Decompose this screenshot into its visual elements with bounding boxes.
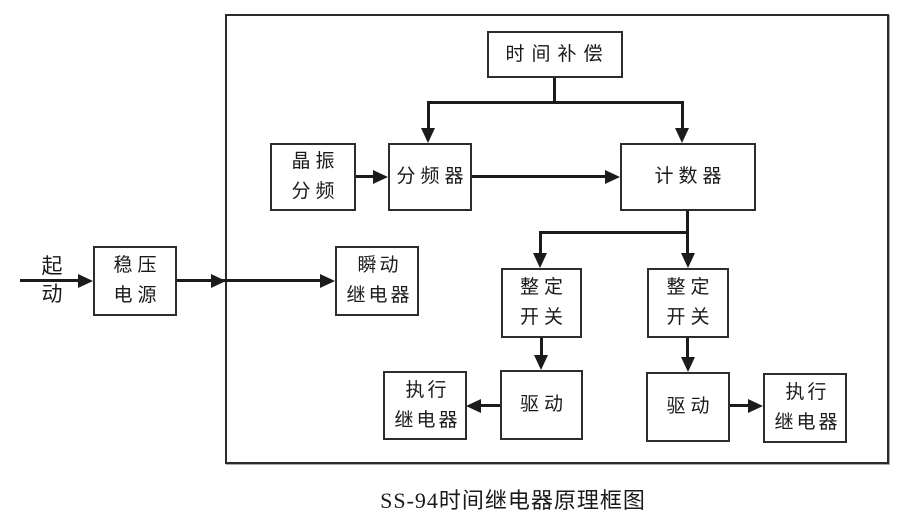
arrowhead-down-into-counter xyxy=(675,128,689,143)
edge-divider-to-counter-line xyxy=(471,175,606,178)
arrowhead-right-into-divider xyxy=(373,170,388,184)
edge-power-to-instant-relay-line xyxy=(177,279,321,282)
edge-counter-stem-line xyxy=(686,210,689,234)
edge-compensation-to-divider-line xyxy=(427,101,430,129)
edge-right-drive-to-exec-line xyxy=(727,404,749,407)
node-setting-switch-right: 整定 开关 xyxy=(647,268,729,338)
node-exec-relay-right: 执行 继电器 xyxy=(763,373,847,443)
node-label: 继电器 xyxy=(394,409,461,431)
node-label: 分频 xyxy=(291,181,340,202)
node-label: 开关 xyxy=(666,307,715,328)
arrowhead-right-into-right-exec-relay xyxy=(748,399,763,413)
edge-counter-to-left-switch-line xyxy=(539,231,542,254)
arrowhead-left-into-left-exec-relay xyxy=(466,399,481,413)
node-drive-left: 驱动 xyxy=(500,370,583,440)
node-label: 执行 xyxy=(405,379,450,401)
arrowhead-right-into-counter xyxy=(605,170,620,184)
arrowhead-down-into-right-drive xyxy=(681,357,695,372)
arrowhead-right-at-frame xyxy=(211,274,226,288)
node-label: 计数器 xyxy=(654,166,727,187)
edge-left-switch-to-drive-line xyxy=(540,337,543,356)
node-exec-relay-left: 执行 继电器 xyxy=(383,371,467,440)
start-label: 起 动 xyxy=(32,252,72,308)
edge-counter-branch-line xyxy=(539,231,689,234)
arrowhead-down-into-right-switch xyxy=(681,253,695,268)
arrowhead-right-into-instant-relay xyxy=(320,274,335,288)
arrowhead-down-into-left-switch xyxy=(533,253,547,268)
node-label: 驱动 xyxy=(666,396,715,417)
edge-crystal-to-divider-line xyxy=(355,175,374,178)
node-label: 整定 xyxy=(519,277,568,298)
node-label: 时间补偿 xyxy=(505,43,610,65)
diagram-caption: SS-94时间继电器原理框图 xyxy=(380,488,646,513)
node-label: 执行 xyxy=(785,382,830,403)
edge-compensation-stem-line xyxy=(553,76,556,103)
node-frequency-divider: 分频器 xyxy=(388,143,472,211)
edge-compensation-branch-line xyxy=(427,101,684,104)
edge-start-to-power-line xyxy=(20,279,79,282)
node-label: 驱动 xyxy=(519,394,568,415)
arrowhead-right-into-power xyxy=(78,274,93,288)
edge-counter-to-right-switch-line xyxy=(686,231,689,254)
node-counter: 计数器 xyxy=(620,143,756,211)
edge-compensation-to-counter-line xyxy=(681,101,684,129)
node-label: 分频器 xyxy=(396,166,469,187)
node-label: 晶振 xyxy=(291,151,340,172)
node-label: 瞬动 xyxy=(357,255,402,276)
node-time-compensation: 时间补偿 xyxy=(487,31,623,78)
node-label: 电源 xyxy=(113,285,162,306)
node-setting-switch-left: 整定 开关 xyxy=(501,268,582,338)
node-crystal-divider: 晶振 分频 xyxy=(270,143,356,211)
arrowhead-down-into-divider xyxy=(421,128,435,143)
node-label: 整定 xyxy=(666,277,715,298)
start-label-line2: 动 xyxy=(41,282,63,306)
node-label: 继电器 xyxy=(346,285,413,306)
diagram-frame xyxy=(225,14,889,464)
node-drive-right: 驱动 xyxy=(646,372,730,442)
edge-left-drive-to-exec-line xyxy=(480,404,502,407)
node-regulated-power: 稳压 电源 xyxy=(93,246,177,316)
node-label: 稳压 xyxy=(113,255,162,276)
node-instant-relay: 瞬动 继电器 xyxy=(335,246,419,316)
edge-right-switch-to-drive-line xyxy=(686,338,689,358)
node-label: 继电器 xyxy=(774,412,841,433)
start-label-line1: 起 xyxy=(41,254,63,278)
node-label: 开关 xyxy=(519,307,568,328)
arrowhead-down-into-left-drive xyxy=(534,355,548,370)
